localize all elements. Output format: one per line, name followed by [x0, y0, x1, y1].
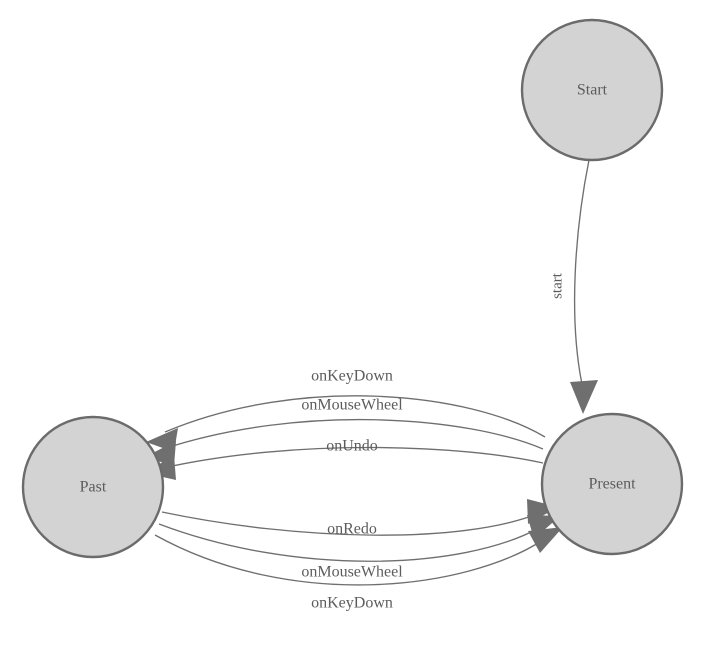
edge-line	[162, 418, 544, 450]
edge-line	[158, 523, 540, 562]
edge-line	[162, 446, 544, 469]
edge-label: onUndo	[326, 438, 378, 455]
edge-line	[164, 395, 546, 438]
edge-line	[573, 159, 590, 390]
edge-label: onMouseWheel	[301, 397, 403, 414]
node-label: Start	[577, 82, 608, 99]
arrow-head-icon	[570, 380, 598, 414]
edge-e-start-present[interactable]	[570, 159, 598, 414]
edge-label: start	[549, 272, 565, 299]
edge-line	[154, 534, 544, 586]
edge-label: onKeyDown	[311, 595, 393, 612]
edge-line	[161, 511, 538, 536]
node-circle[interactable]	[21, 415, 165, 559]
edge-e-past-present-3[interactable]	[154, 527, 563, 586]
edge-label: onRedo	[327, 521, 377, 538]
node-circle[interactable]	[520, 18, 664, 162]
edge-label: onMouseWheel	[301, 564, 403, 581]
node-past[interactable]: Past	[21, 415, 165, 559]
node-label: Past	[80, 479, 107, 496]
node-start[interactable]: Start	[520, 18, 664, 162]
arrow-head-icon	[528, 527, 563, 553]
node-present[interactable]: Present	[540, 412, 684, 556]
edge-labels-layer: start onKeyDown onMouseWheel onUndo onRedo on…	[301, 272, 565, 611]
node-label: Present	[588, 476, 636, 493]
node-circle[interactable]	[540, 412, 684, 556]
edge-label: onKeyDown	[311, 368, 393, 385]
